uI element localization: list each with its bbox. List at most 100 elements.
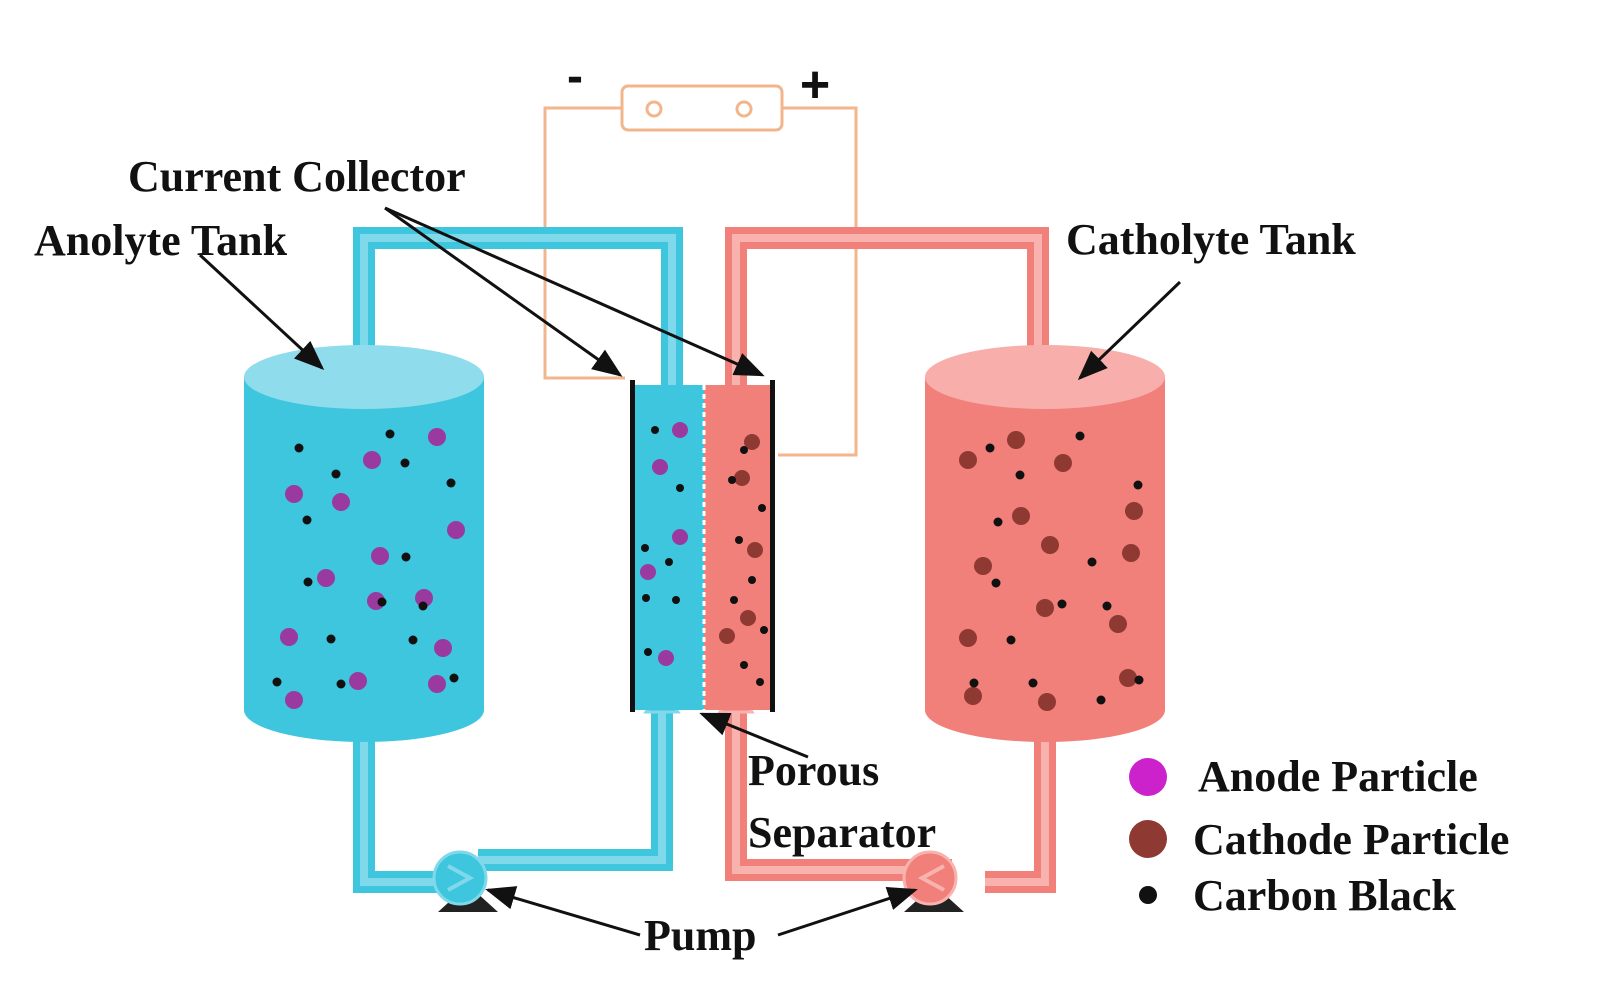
carbon-black-particle (1133, 480, 1143, 490)
carbon-black-particle (728, 476, 736, 484)
catholyte-tank-leader-arrow (1077, 280, 1182, 381)
porous-separator-leader-arrow (699, 712, 809, 759)
cathode-particle (1012, 507, 1030, 525)
carbon-black-particle (991, 578, 1001, 588)
porous-separator-label-line1: Porous (748, 746, 879, 795)
legend-cathode-particle-label: Cathode Particle (1193, 815, 1509, 864)
carbon-black-particle (735, 536, 743, 544)
anode-particle (428, 428, 446, 446)
carbon-black-particle (760, 626, 768, 634)
carbon-black-particle (641, 544, 649, 552)
cathode-particle (734, 470, 750, 486)
anode-particle (658, 650, 674, 666)
current-collector-leader-arrow-left (384, 206, 623, 377)
cathode-particle (959, 451, 977, 469)
carbon-black-particle (1075, 431, 1085, 441)
pump-label: Pump (644, 911, 756, 960)
catholyte-tank-particles (959, 431, 1144, 711)
carbon-black-particle (672, 596, 680, 604)
catholyte-tank-body (925, 377, 1165, 742)
cathode-particle (740, 610, 756, 626)
catholyte-pump-body (902, 850, 958, 906)
carbon-black-particle (385, 429, 395, 439)
current-collector-right (770, 380, 775, 712)
anode-particle (415, 589, 433, 607)
carbon-black-particle (740, 446, 748, 454)
catholyte-pump (902, 850, 964, 912)
carbon-black-particle (665, 558, 673, 566)
anolyte-tank (244, 345, 484, 742)
cathode-particle (1109, 615, 1127, 633)
carbon-black-particle (756, 678, 764, 686)
catholyte-tank-top (925, 345, 1165, 409)
carbon-black-particle (446, 478, 456, 488)
anolyte-pump-body (432, 850, 488, 906)
anode-particle (317, 569, 335, 587)
carbon-black-particle (748, 576, 756, 584)
cell-particles (640, 422, 768, 686)
carbon-black-particle (730, 596, 738, 604)
carbon-black-particle (758, 504, 766, 512)
circuit-wire-right (778, 106, 858, 457)
catholyte-pump-arrow-icon (917, 864, 945, 892)
pump-leader-arrow-left (485, 886, 641, 937)
carbon-black-particle (969, 678, 979, 688)
anolyte-tank-top (244, 345, 484, 409)
anolyte-tank-leader-arrow (198, 253, 325, 371)
cathode-particle (1119, 669, 1137, 687)
carbon-black-particle (272, 677, 282, 687)
battery-body (620, 84, 784, 132)
anode-particle (428, 675, 446, 693)
carbon-black-particle (1015, 470, 1025, 480)
catholyte-pipe-top-inner (732, 234, 1042, 385)
carbon-black-particle (644, 648, 652, 656)
carbon-black-particle (1087, 557, 1097, 567)
anolyte-piping (341, 227, 683, 893)
carbon-black-particle (642, 594, 650, 602)
cathode-particle (1036, 599, 1054, 617)
carbon-black-particle (1028, 678, 1038, 688)
anolyte-tank-body (244, 377, 484, 742)
leader-arrows (198, 206, 1182, 937)
carbon-black-particle (1134, 675, 1144, 685)
carbon-black-particle (294, 443, 304, 453)
cathode-particle (964, 687, 982, 705)
cathode-particle (1125, 502, 1143, 520)
carbon-black-particle (985, 443, 995, 453)
anode-particle (363, 451, 381, 469)
carbon-black-particle (651, 426, 659, 434)
anolyte-tank-label: Anolyte Tank (34, 216, 288, 265)
anode-particle (349, 672, 367, 690)
carbon-black-particle (303, 577, 313, 587)
carbon-black-particle (676, 484, 684, 492)
cathode-particle (974, 557, 992, 575)
catholyte-tank (925, 345, 1165, 742)
anode-particle (672, 529, 688, 545)
carbon-black-particle (993, 517, 1003, 527)
catholyte-pipe-bottom-inner (732, 700, 1049, 886)
negative-terminal-label: - (567, 50, 583, 103)
legend-carbon-black-marker (1139, 886, 1157, 904)
current-collector-left (630, 380, 635, 712)
anode-particle (280, 628, 298, 646)
battery-terminal-left (645, 100, 663, 118)
cathode-particle (747, 542, 763, 558)
legend-anode-particle-marker (1129, 758, 1167, 796)
anode-particle (434, 639, 452, 657)
carbon-black-particle (1057, 599, 1067, 609)
anolyte-pump (432, 850, 498, 912)
anolyte-pipe-bottom-inner (360, 700, 666, 886)
anode-particle (332, 493, 350, 511)
anode-particle (640, 564, 656, 580)
anode-particle (672, 422, 688, 438)
current-collector-leader-arrow-right (384, 206, 765, 377)
anode-particle (447, 521, 465, 539)
legend-anode-particle-label: Anode Particle (1198, 752, 1478, 801)
anode-particle (652, 459, 668, 475)
positive-terminal-label: + (800, 56, 830, 114)
cathode-particle (1038, 693, 1056, 711)
cathode-particle (744, 434, 760, 450)
carbon-black-particle (1096, 695, 1106, 705)
cathode-particle (1054, 454, 1072, 472)
